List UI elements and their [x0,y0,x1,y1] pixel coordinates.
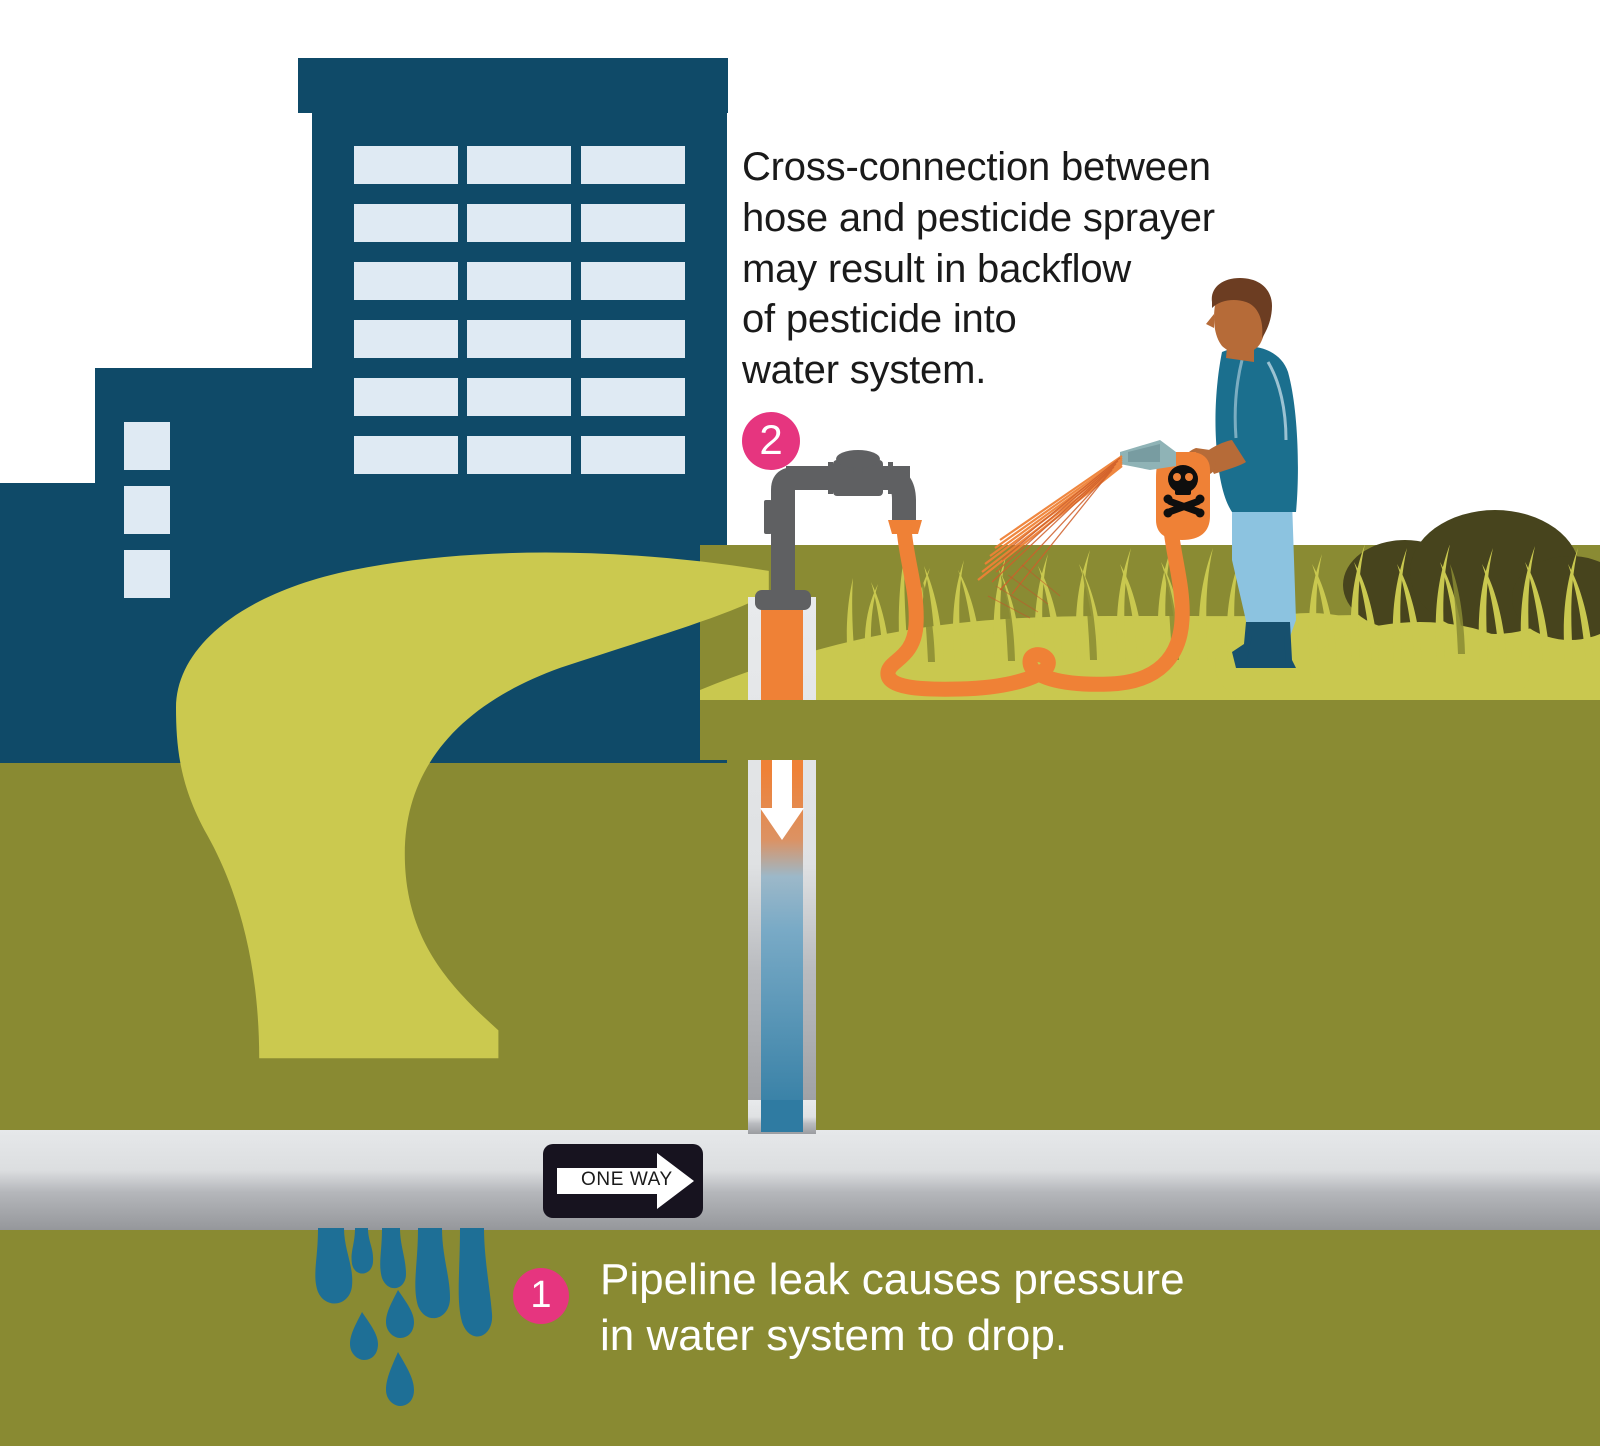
pipeline-leak-drips [315,1228,493,1406]
callout-step-2-text: Cross-connection between hose and pestic… [742,145,1215,393]
one-way-sign-group [543,1144,703,1218]
right-arrow-icon [557,1153,694,1209]
one-way-sign: ONE WAY [543,1144,703,1218]
walkway-path [176,552,769,1059]
step-badge-2: 2 [742,412,800,470]
well-water-column [761,600,803,1132]
ground-strip-under-lawn [700,700,1600,760]
pants [1232,500,1296,648]
well-water-bottom [761,1100,803,1132]
down-arrow-icon [760,760,804,840]
building-cornice [298,58,728,113]
garden-hose [880,512,1190,697]
pesticide-sprayer-group [1120,440,1210,540]
skull-and-crossbones-icon [1163,465,1205,518]
hair [1211,278,1272,338]
one-way-sign-label: ONE WAY [581,1169,673,1190]
spray-droplets [987,564,1061,619]
faucet-group [764,450,916,602]
callout-step-1-text: Pipeline leak causes pressure in water s… [600,1255,1185,1361]
spray-fan-fine [991,457,1121,595]
building-side-windows [124,422,170,598]
well-group [748,590,816,1132]
step-badge-1: 1 [513,1268,569,1324]
water-pipeline [0,1130,1600,1230]
building-windows [354,146,685,474]
grass-blades-group [846,545,1593,665]
